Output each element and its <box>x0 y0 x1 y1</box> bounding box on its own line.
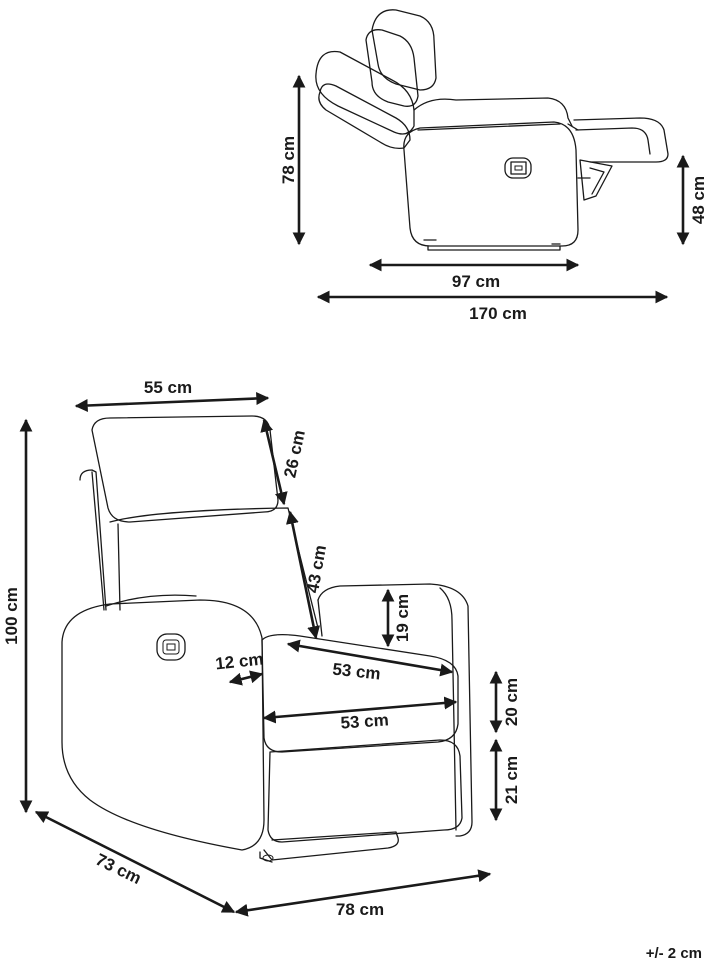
dim-depth-front-label: 73 cm <box>93 850 145 888</box>
dim-depth-front-arrow <box>34 810 236 914</box>
dim-overall-width-label: 78 cm <box>336 900 384 919</box>
dim-base-height-label: 21 cm <box>502 756 521 804</box>
dim-arm-width-label: 12 cm <box>214 650 264 674</box>
dim-backrest-label: 43 cm <box>303 544 330 595</box>
dim-side-height-label: 78 cm <box>279 136 298 184</box>
dim-width-label: 55 cm <box>144 378 192 397</box>
front-view-dimensions: 55 cm 26 cm 43 cm 19 cm 53 cm 12 cm 53 c… <box>2 378 521 919</box>
dim-headrest-label: 26 cm <box>280 428 309 479</box>
dim-headrest-arrow <box>260 418 288 506</box>
dim-reclined-length-label: 170 cm <box>469 304 527 323</box>
dim-backrest-arrow <box>285 510 321 640</box>
dim-seat-width-label: 53 cm <box>340 710 389 732</box>
dim-arm-width-arrow <box>228 670 264 686</box>
dim-seat-cushion-label: 20 cm <box>502 678 521 726</box>
dim-depth-label: 97 cm <box>452 272 500 291</box>
dim-seat-diagonal-label: 53 cm <box>332 660 382 684</box>
tolerance-note: +/- 2 cm <box>646 945 702 962</box>
dim-overall-width-arrow <box>234 869 492 917</box>
dim-seat-diagonal-arrow <box>286 639 454 677</box>
side-view-dimensions: 78 cm 48 cm 97 cm 170 cm <box>279 74 708 323</box>
front-view-drawing <box>61 415 473 863</box>
dim-seat-height-label: 48 cm <box>689 176 708 224</box>
dim-width-arrow <box>74 391 270 413</box>
dim-armrest-height-label: 19 cm <box>393 594 412 642</box>
dim-total-height-label: 100 cm <box>2 587 21 645</box>
dim-seat-width-arrow <box>262 696 458 724</box>
side-view-drawing <box>315 9 669 251</box>
